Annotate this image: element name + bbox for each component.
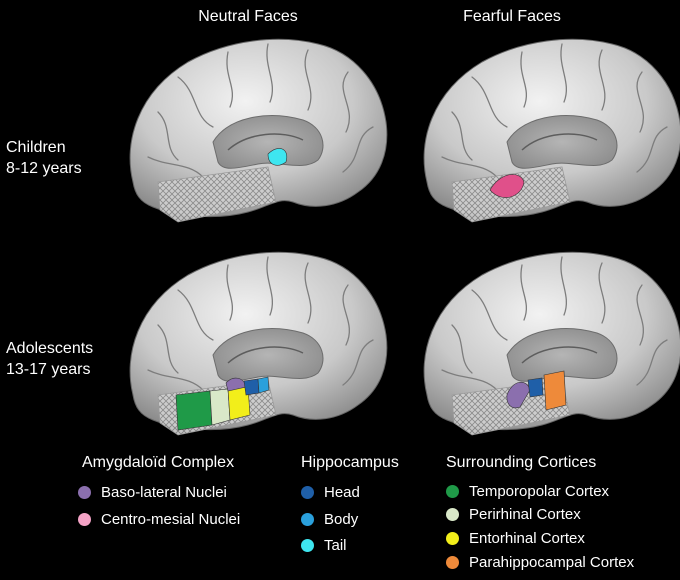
legend-item-tail: Tail bbox=[301, 537, 347, 554]
legend-swatch-perirhinal bbox=[446, 508, 459, 521]
region-centro-mesial bbox=[489, 174, 525, 198]
legend-item-entorhinal: Entorhinal Cortex bbox=[446, 530, 585, 547]
legend-label-entorhinal: Entorhinal Cortex bbox=[469, 530, 585, 547]
legend-swatch-tail bbox=[301, 539, 314, 552]
brain-adolescents-fearful bbox=[423, 251, 680, 436]
legend-swatch-body bbox=[301, 513, 314, 526]
region-parahippocampal bbox=[543, 370, 567, 411]
legend-label-parahippocampal: Parahippocampal Cortex bbox=[469, 554, 635, 571]
legend-item-temporopolar: Temporopolar Cortex bbox=[446, 483, 609, 500]
legend-label-tail: Tail bbox=[324, 537, 347, 554]
row-label-children-line2: 8-12 years bbox=[6, 160, 82, 177]
column-title-neutral-faces: Neutral Faces bbox=[198, 8, 298, 25]
region-hippocampus-tail bbox=[267, 148, 288, 166]
legend-swatch-centro-mesial bbox=[78, 513, 91, 526]
legend-swatch-baso-lateral bbox=[78, 486, 91, 499]
legend-swatch-head bbox=[301, 486, 314, 499]
legend-item-parahippocampal: Parahippocampal Cortex bbox=[446, 554, 634, 571]
region-hippocampus-body bbox=[257, 376, 270, 394]
legend-title-hippocampus: Hippocampus bbox=[301, 454, 399, 471]
legend-label-centro-mesial: Centro-mesial Nuclei bbox=[101, 511, 241, 528]
legend-label-temporopolar: Temporopolar Cortex bbox=[469, 483, 610, 500]
brain-adolescents-neutral bbox=[129, 251, 388, 436]
region-hippocampus-head bbox=[243, 378, 260, 396]
row-label-adolescents-line2: 13-17 years bbox=[6, 361, 91, 378]
legend-title-amygdaloid-complex: Amygdaloïd Complex bbox=[82, 454, 235, 471]
row-label-children-line1: Children bbox=[6, 139, 66, 156]
legend-label-perirhinal: Perirhinal Cortex bbox=[469, 506, 581, 523]
region-perirhinal bbox=[209, 388, 231, 426]
row-label-adolescents: Adolescents 13-17 years bbox=[6, 338, 93, 380]
legend-title-surrounding-cortices: Surrounding Cortices bbox=[446, 454, 597, 471]
legend-swatch-entorhinal bbox=[446, 532, 459, 545]
row-label-adolescents-line1: Adolescents bbox=[6, 340, 94, 357]
brain-children-fearful bbox=[423, 38, 680, 223]
legend-item-centro-mesial: Centro-mesial Nuclei bbox=[78, 511, 240, 528]
brain-children-neutral bbox=[129, 38, 388, 223]
column-title-fearful-faces: Fearful Faces bbox=[463, 8, 561, 25]
legend-label-body: Body bbox=[324, 511, 359, 528]
legend-swatch-parahippocampal bbox=[446, 556, 459, 569]
legend-item-head: Head bbox=[301, 484, 360, 501]
region-temporopolar bbox=[175, 390, 213, 431]
region-hippocampus-head bbox=[527, 377, 544, 398]
legend-label-baso-lateral: Baso-lateral Nuclei bbox=[101, 484, 227, 501]
legend-swatch-temporopolar bbox=[446, 485, 459, 498]
legend-label-head: Head bbox=[324, 484, 360, 501]
row-label-children: Children 8-12 years bbox=[6, 137, 82, 179]
legend-item-perirhinal: Perirhinal Cortex bbox=[446, 506, 581, 523]
region-baso-lateral bbox=[506, 382, 531, 409]
legend-item-body: Body bbox=[301, 511, 358, 528]
legend-item-baso-lateral: Baso-lateral Nuclei bbox=[78, 484, 227, 501]
